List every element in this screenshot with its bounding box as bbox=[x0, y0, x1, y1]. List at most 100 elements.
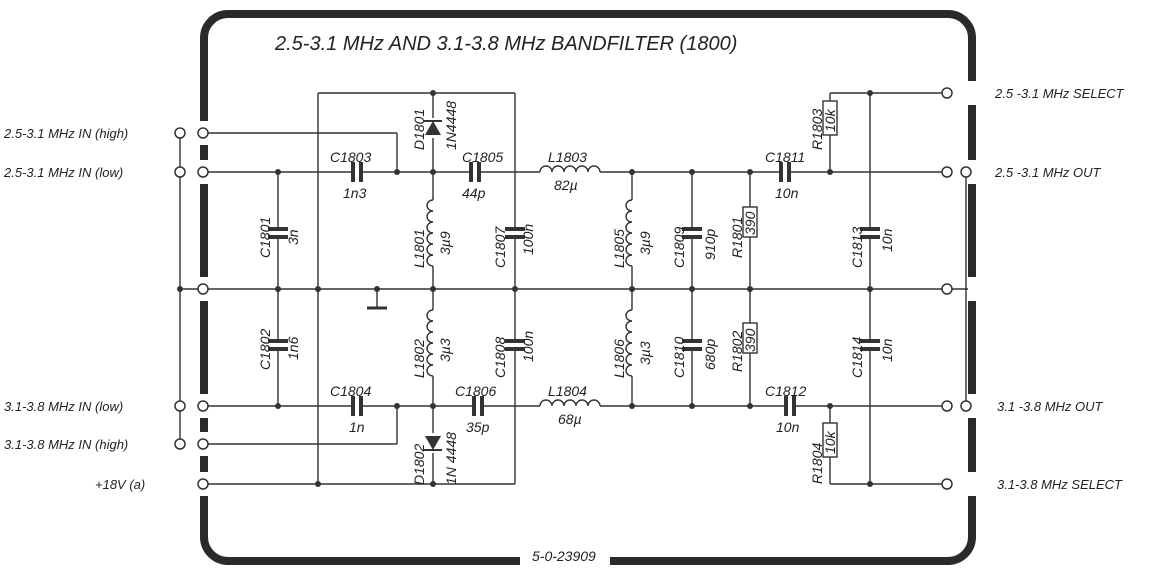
terminal bbox=[941, 478, 953, 490]
frame-gap bbox=[964, 160, 980, 184]
l1803-value: 82µ bbox=[554, 177, 578, 193]
capacitor-icon bbox=[268, 235, 288, 239]
junction-dot bbox=[430, 169, 436, 175]
input-label: 2.5-3.1 MHz IN (low) bbox=[3, 165, 123, 180]
resistor-icon bbox=[742, 322, 758, 354]
input-label: +18V (a) bbox=[95, 477, 145, 492]
terminal bbox=[197, 438, 209, 450]
frame-gap bbox=[964, 81, 980, 105]
capacitor-icon bbox=[505, 235, 525, 239]
junction-dot bbox=[275, 286, 281, 292]
capacitor-icon bbox=[505, 339, 525, 343]
d1801-ref: D1801 bbox=[411, 109, 427, 150]
resistor-icon bbox=[742, 206, 758, 238]
gap bbox=[353, 402, 361, 410]
capacitor-icon bbox=[268, 347, 288, 351]
r1802-ref: R1802 bbox=[729, 331, 745, 372]
c1801-value: 3n bbox=[285, 229, 301, 245]
output-label: 2.5 -3.1 MHz OUT bbox=[994, 165, 1102, 180]
terminal bbox=[941, 87, 953, 99]
gap bbox=[511, 229, 519, 237]
junction-dot bbox=[827, 169, 833, 175]
capacitor-icon bbox=[792, 396, 796, 416]
l1803-ref: L1803 bbox=[548, 149, 587, 165]
capacitor-icon bbox=[477, 162, 481, 182]
gap bbox=[274, 229, 282, 237]
c1804-ref: C1804 bbox=[330, 383, 371, 399]
junction-dot bbox=[430, 403, 436, 409]
junction-dot bbox=[374, 286, 380, 292]
drawing-number: 5-0-23909 bbox=[532, 548, 596, 564]
l1806-value: 3µ3 bbox=[637, 341, 653, 365]
capacitor-icon bbox=[779, 162, 783, 182]
c1805-ref: C1805 bbox=[462, 149, 503, 165]
capacitor-icon bbox=[860, 235, 880, 239]
capacitor-icon bbox=[682, 227, 702, 231]
junction-dot bbox=[827, 403, 833, 409]
capacitor-icon bbox=[784, 396, 788, 416]
resistor-icon bbox=[822, 422, 838, 458]
terminal bbox=[197, 283, 209, 295]
inductor-icon bbox=[426, 309, 434, 377]
frame-gap bbox=[520, 552, 610, 566]
terminal bbox=[174, 166, 186, 178]
capacitor-icon bbox=[505, 227, 525, 231]
c1802-ref: C1802 bbox=[257, 329, 273, 370]
frame-gap bbox=[964, 394, 980, 418]
terminal bbox=[197, 478, 209, 490]
junction-dot bbox=[747, 169, 753, 175]
l1801-value: 3µ9 bbox=[437, 231, 453, 255]
c1813-value: 10n bbox=[879, 228, 895, 252]
c1807-ref: C1807 bbox=[492, 226, 508, 268]
r1801-ref: R1801 bbox=[729, 217, 745, 258]
junction-dot bbox=[315, 286, 321, 292]
gap bbox=[274, 341, 282, 349]
junction-dot bbox=[275, 169, 281, 175]
capacitor-icon bbox=[351, 162, 355, 182]
terminal bbox=[941, 166, 953, 178]
d1802-ref: D1802 bbox=[411, 444, 427, 485]
input-label: 3.1-3.8 MHz IN (low) bbox=[4, 399, 123, 414]
c1810-ref: C1810 bbox=[671, 337, 687, 378]
junction-dot bbox=[430, 481, 436, 487]
junction-dot bbox=[512, 286, 518, 292]
inductor-icon bbox=[625, 199, 633, 267]
capacitor-icon bbox=[469, 162, 473, 182]
c1812-ref: C1812 bbox=[765, 383, 806, 399]
capacitor-icon bbox=[472, 396, 476, 416]
c1804-value: 1n bbox=[349, 419, 365, 435]
c1811-ref: C1811 bbox=[765, 149, 805, 165]
capacitor-icon bbox=[860, 339, 880, 343]
c1814-value: 10n bbox=[879, 338, 895, 362]
junction-dot bbox=[747, 286, 753, 292]
title: 2.5-3.1 MHz AND 3.1-3.8 MHz BANDFILTER (… bbox=[274, 33, 737, 55]
r1801-value: 390 bbox=[742, 211, 758, 235]
r1804-value: 10k bbox=[822, 430, 838, 454]
junction-dot bbox=[315, 481, 321, 487]
junction-dot bbox=[394, 403, 400, 409]
inductor-icon bbox=[539, 165, 601, 173]
capacitor-icon bbox=[787, 162, 791, 182]
input-label: 3.1-3.8 MHz IN (high) bbox=[4, 437, 128, 452]
c1809-ref: C1809 bbox=[671, 227, 687, 268]
c1810-value: 680p bbox=[702, 339, 718, 370]
c1801-ref: C1801 bbox=[257, 217, 273, 258]
terminal bbox=[941, 283, 953, 295]
gap bbox=[688, 229, 696, 237]
c1808-value: 100n bbox=[520, 331, 536, 362]
junction-dot bbox=[689, 286, 695, 292]
l1804-value: 68µ bbox=[558, 411, 582, 427]
gap bbox=[471, 168, 479, 176]
output-label: 3.1 -3.8 MHz OUT bbox=[997, 399, 1104, 414]
l1806-ref: L1806 bbox=[611, 339, 627, 378]
terminal bbox=[174, 400, 186, 412]
gap bbox=[474, 402, 482, 410]
capacitor-icon bbox=[860, 347, 880, 351]
c1808-ref: C1808 bbox=[492, 337, 508, 378]
terminal bbox=[197, 400, 209, 412]
output-label: 3.1-3.8 MHz SELECT bbox=[997, 477, 1123, 492]
capacitor-icon bbox=[359, 396, 363, 416]
terminal bbox=[941, 400, 953, 412]
junction-dot bbox=[867, 286, 873, 292]
